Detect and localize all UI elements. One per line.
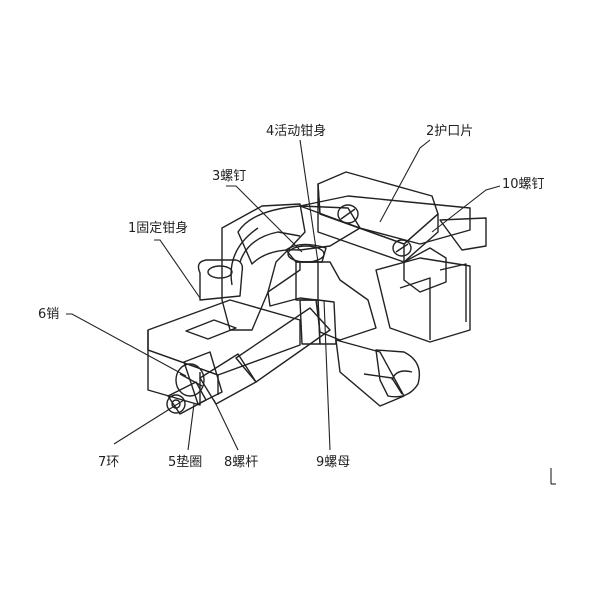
label-movable-body: 4活动钳身	[266, 123, 326, 139]
label-nut: 9螺母	[316, 455, 350, 470]
label-jaw-plate: 2护口片	[426, 124, 473, 139]
label-fixed-body: 1固定钳身	[128, 220, 188, 236]
label-washer: 5垫圈	[168, 454, 202, 470]
label-screw-3: 3螺钉	[212, 169, 246, 184]
label-pin: 6销	[38, 307, 59, 322]
lead-screw	[199, 307, 331, 405]
corner-mark	[550, 468, 556, 485]
leader-lines	[66, 139, 501, 451]
fixed-body	[147, 195, 487, 407]
label-lead-screw: 8螺杆	[224, 455, 258, 470]
label-ring: 7环	[98, 455, 119, 470]
jaw-plate-knurled	[317, 171, 447, 293]
label-screw-10: 10螺钉	[502, 177, 545, 192]
nut-section	[299, 299, 337, 345]
jaw-screw-heads	[337, 204, 412, 257]
screw-end-parts	[166, 351, 223, 415]
